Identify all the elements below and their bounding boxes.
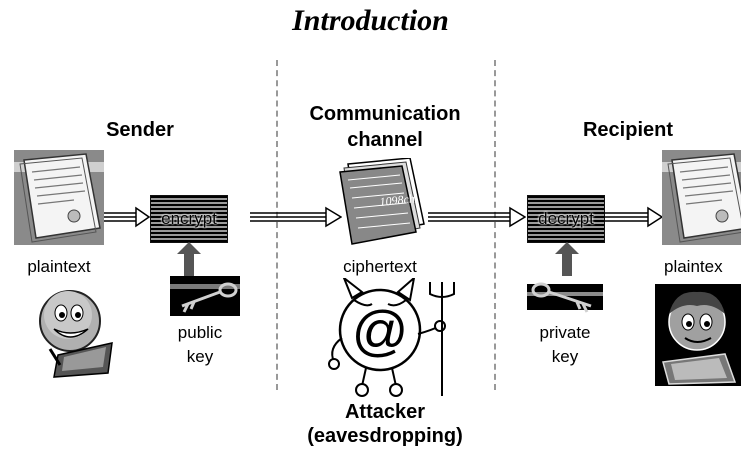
- sender-character-icon: [30, 285, 120, 380]
- arrow-plaintext-to-encrypt: [104, 206, 150, 228]
- svg-text:1098ch: 1098ch: [379, 191, 416, 209]
- channel-header-line1: Communication: [309, 103, 461, 125]
- public-key-icon: [170, 276, 240, 316]
- recipient-character-icon: [655, 284, 741, 386]
- recipient-header: Recipient: [582, 119, 674, 141]
- channel-header-line2: channel: [347, 129, 423, 151]
- attacker-label-line1: Attacker: [344, 401, 426, 423]
- separator-left: [276, 60, 278, 390]
- arrow-decrypt-to-plaintext: [604, 206, 664, 228]
- encrypt-box: encrypt: [150, 195, 228, 243]
- public-key-label-line2: key: [186, 347, 214, 366]
- encrypt-key-arrow: [177, 242, 201, 276]
- arrow-encrypt-to-channel: [250, 206, 342, 228]
- svg-text:@: @: [352, 299, 409, 362]
- encrypt-label: encrypt: [161, 209, 217, 228]
- page-title: Introduction: [292, 4, 449, 37]
- public-key-label-line1: public: [177, 323, 223, 342]
- attacker-label-line2: (eavesdropping): [307, 425, 463, 447]
- plaintext-label-sender: plaintext: [27, 257, 91, 276]
- private-key-icon: [527, 276, 603, 316]
- decrypt-label: decrypt: [538, 209, 594, 228]
- plaintext-label-recipient: plaintex: [664, 257, 723, 276]
- decrypt-key-arrow: [555, 242, 579, 276]
- ciphertext-label: ciphertext: [343, 257, 417, 276]
- decrypt-box: decrypt: [527, 195, 605, 243]
- sender-header: Sender: [106, 119, 174, 141]
- separator-right: [494, 60, 496, 390]
- arrow-channel-to-decrypt: [428, 206, 526, 228]
- attacker-character-icon: @: [322, 278, 462, 400]
- ciphertext-document-icon: 1098ch: [334, 158, 426, 248]
- private-key-label-line1: private: [539, 323, 591, 342]
- plaintext-document-icon: [14, 150, 104, 245]
- plaintext-document-icon-recipient: [662, 150, 741, 245]
- private-key-label-line2: key: [551, 347, 579, 366]
